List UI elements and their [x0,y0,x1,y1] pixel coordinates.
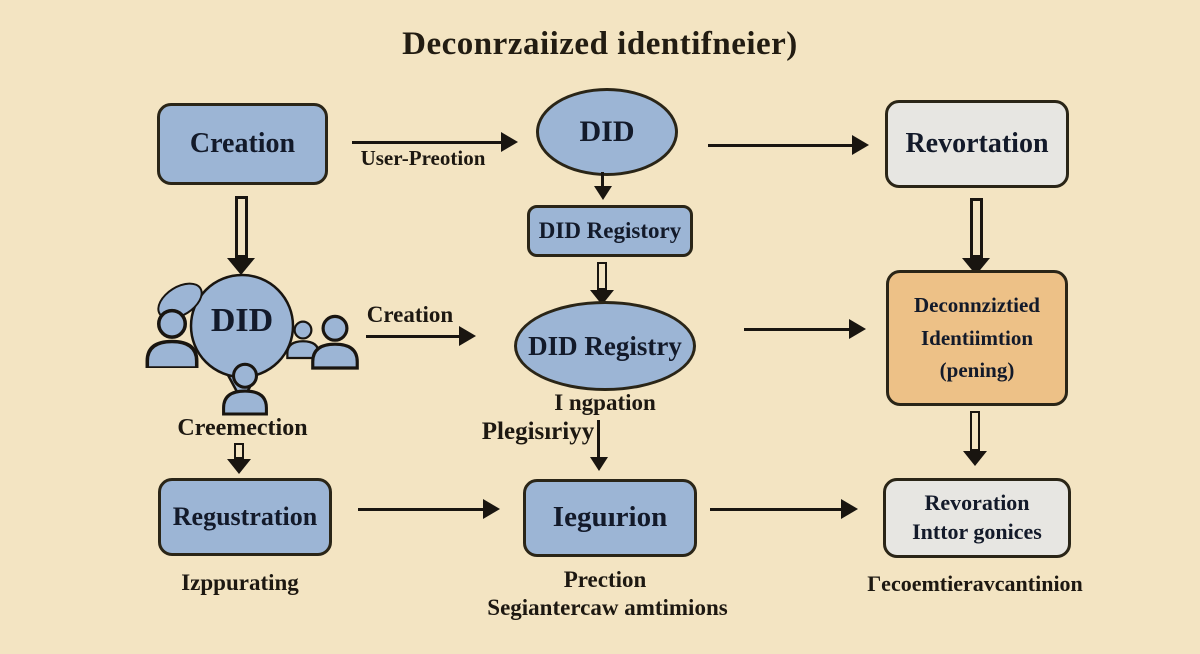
arrow-registry-to-decon [744,319,866,339]
revoration-line2: Inttor gonices [912,519,1042,544]
prection-label: Prection [563,567,647,592]
revoration-notices-box: Revoration Inttor gonices [883,478,1071,558]
decon-line2: Identiimtion [920,325,1033,350]
creation-box-label: Creation [189,128,296,160]
did-ellipse-label: DID [579,114,635,148]
izppurating-label: Izppurating [181,570,299,595]
regustration-box: Regustration [158,478,332,556]
hollow-arrow-creation-to-balloon [227,196,255,275]
did-registry-ellipse: DID Registry [514,301,696,391]
user-preotion-label: User-Preotion [360,146,486,170]
hollow-arrow-revortation-to-decon [962,198,990,275]
arrow-did-to-revortation [708,135,869,155]
arrow-did-to-registory [601,172,604,187]
ingpation-label: I ngpation [554,390,656,415]
hollow-arrow-registory-to-registry [590,262,614,305]
did-registory-box: DID Registory [527,205,693,257]
creation-arrow-label: Creation [366,302,454,327]
person-bottom-icon [222,362,268,416]
did-ellipse: DID [536,88,678,176]
did-registry-label: DID Registry [528,330,682,361]
revortation-box: Revortation [885,100,1069,188]
diagram-title: Deconrzaiized identifneier) [402,26,798,62]
person-right-small-icon [286,320,320,360]
arrow-ieguirion-to-revoration [710,499,858,519]
arrow-creation-to-did [352,132,518,152]
ieguirion-box: Ieguırion [523,479,697,557]
decon-line3: (pening) [939,358,1015,383]
plegisiriyy-label: Plegisıriyy [481,418,595,445]
arrow-regustration-to-ieguirion [358,499,500,519]
person-left-icon [145,308,199,368]
ieguirion-label: Ieguırion [552,501,668,534]
creation-box: Creation [157,103,328,185]
did-balloon-label: DID [210,302,274,339]
segiantercaw-label: Segiantercaw amtimions [487,595,728,620]
hollow-arrow-balloon-to-regustration [227,443,251,474]
hollow-arrow-decon-to-revoration [963,411,987,466]
decon-line1: Deconnziztied [914,293,1040,318]
recoemtierav-label: Γecoemtieravcantinion [867,571,1083,596]
decentralized-identification-box: Deconnziztied Identiimtion (pening) [886,270,1068,406]
regustration-label: Regustration [172,502,318,532]
revoration-line1: Revoration [924,490,1030,516]
arrow-balloon-to-registry [366,326,476,346]
creemection-label: Creemection [177,415,308,441]
person-right-icon [311,314,359,370]
arrow-registry-to-ieguirion [597,420,600,458]
did-registory-label: DID Registory [538,218,682,244]
revortation-box-label: Revortation [905,128,1049,160]
